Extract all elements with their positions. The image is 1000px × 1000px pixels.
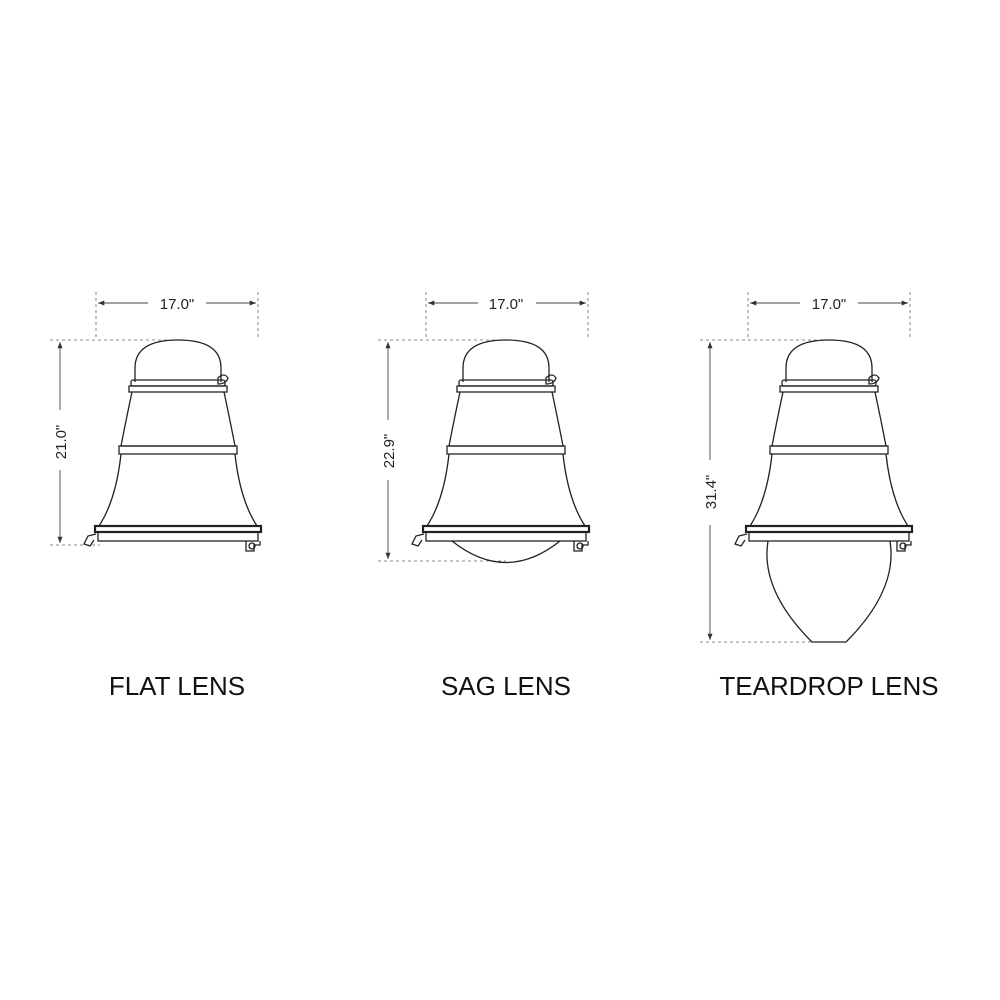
width-label: 17.0" — [812, 296, 847, 313]
width-dimension: 17.0" — [747, 292, 911, 338]
fixture-title: TEARDROP LENS — [719, 671, 938, 701]
lamp-outline — [83, 339, 263, 552]
fixture-title: SAG LENS — [441, 671, 571, 701]
fixture-title: FLAT LENS — [109, 671, 245, 701]
fixture-teardrop-lens: 17.0" 31.4" TEARDROP LENS — [700, 292, 939, 701]
width-dimension: 17.0" — [95, 292, 259, 338]
width-label: 17.0" — [489, 296, 524, 313]
height-dimension: 21.0" — [50, 339, 180, 546]
height-dimension: 22.9" — [378, 339, 508, 562]
width-dimension: 17.0" — [425, 292, 589, 338]
lamp-outline — [411, 339, 591, 564]
height-label: 21.0" — [53, 425, 70, 460]
width-label: 17.0" — [160, 296, 195, 313]
height-label: 31.4" — [703, 475, 720, 510]
lamp-outline — [734, 339, 914, 643]
fixture-sag-lens: 17.0" 22.9" SAG LENS — [378, 292, 591, 701]
height-dimension: 31.4" — [700, 339, 830, 643]
fixture-flat-lens: 17.0" 21.0" FLAT LENS — [50, 292, 263, 701]
height-label: 22.9" — [381, 434, 398, 469]
